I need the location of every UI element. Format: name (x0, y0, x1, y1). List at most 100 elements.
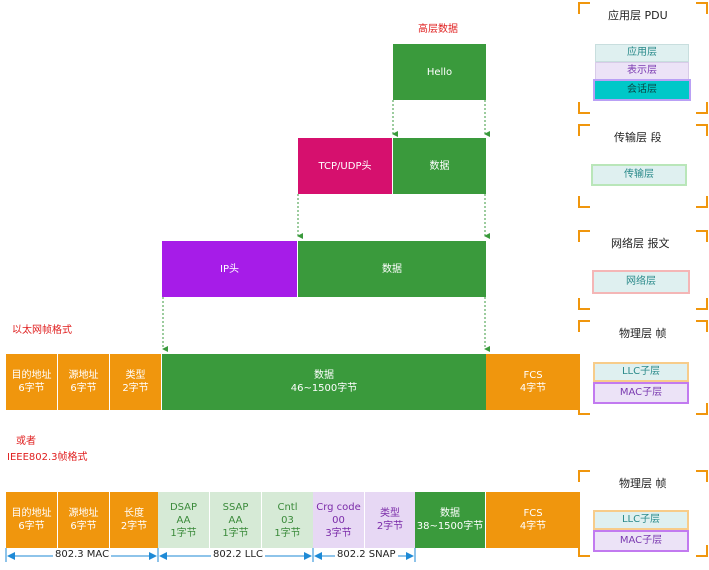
bracket-phys1-br (696, 403, 708, 415)
bracket-app-bl (578, 102, 590, 114)
ieee-dsap-name: DSAP (169, 501, 198, 513)
eth-dst-field: 目的地址 6字节 (6, 354, 58, 410)
eth-fcs-field: FCS 4字节 (486, 354, 580, 410)
dim-label-mac: 802.3 MAC (53, 549, 112, 560)
ieee-crg-value: 00 (332, 514, 345, 526)
app-layer-box: 应用层 (595, 44, 689, 62)
ieee-type-name: 类型 (380, 508, 400, 519)
ieee-fcs-field: FCS 4字节 (486, 492, 580, 548)
app-layer-title: 应用层 PDU (608, 9, 668, 22)
bracket-phys2-bl (578, 545, 590, 557)
bracket-transport-tr (696, 124, 708, 136)
mac-sublayer-box-2: MAC子层 (593, 530, 689, 552)
session-layer-box: 会话层 (593, 79, 691, 101)
eth-data-name: 数据 (314, 370, 334, 381)
bracket-phys2-br (696, 545, 708, 557)
ieee-src-field: 源地址 6字节 (58, 492, 110, 548)
ieee-format-label: IEEE802.3帧格式 (7, 452, 88, 463)
ieee-len-field: 长度 2字节 (110, 492, 158, 548)
ieee-ssap-size: 1字节 (222, 527, 249, 539)
ieee-crg-size: 3字节 (325, 527, 352, 539)
ieee-ssap-value: AA (228, 514, 243, 526)
ieee-ssap-field: SSAP AA 1字节 (210, 492, 262, 548)
ieee-len-size: 2字节 (120, 521, 148, 532)
bracket-transport-tl (578, 124, 590, 136)
ieee-data-field: 数据 38~1500字节 (415, 492, 486, 548)
transport-layer-title: 传输层 段 (614, 131, 662, 144)
ieee-cntl-size: 1字节 (274, 527, 301, 539)
ip-data-block: 数据 (298, 241, 486, 297)
dim-label-snap: 802.2 SNAP (335, 549, 398, 560)
physical-layer-title: 物理层 帧 (619, 327, 667, 340)
bracket-phys2-tr (696, 470, 708, 482)
ieee-dst-field: 目的地址 6字节 (6, 492, 58, 548)
or-label: 或者 (16, 436, 36, 447)
bracket-network-bl (578, 298, 590, 310)
ip-header-block: IP头 (162, 241, 297, 297)
ip-header-text: IP头 (220, 263, 239, 275)
bracket-phys1-bl (578, 403, 590, 415)
high-layer-data-label: 高层数据 (418, 24, 458, 35)
eth-fcs-size: 4字节 (519, 383, 547, 394)
ieee-data-name: 数据 (440, 508, 460, 519)
eth-data-field: 数据 46~1500字节 (162, 354, 486, 410)
eth-src-field: 源地址 6字节 (58, 354, 110, 410)
llc-sublayer-box-2: LLC子层 (593, 510, 689, 530)
ip-data-text: 数据 (382, 263, 402, 275)
bracket-phys1-tl (578, 320, 590, 332)
bracket-app-br (696, 102, 708, 114)
ieee-cntl-value: 03 (281, 514, 294, 526)
bracket-network-br (696, 298, 708, 310)
hello-text: Hello (426, 66, 453, 78)
eth-src-name: 源地址 (68, 370, 99, 381)
bracket-app-tl (578, 2, 590, 14)
ieee-dsap-size: 1字节 (170, 527, 197, 539)
ieee-dst-size: 6字节 (18, 521, 45, 532)
ieee-dsap-field: DSAP AA 1字节 (158, 492, 210, 548)
bracket-network-tl (578, 230, 590, 242)
tcp-data-block: 数据 (393, 138, 486, 194)
eth-src-size: 6字节 (70, 383, 97, 394)
bracket-phys1-tr (696, 320, 708, 332)
hello-block: Hello (393, 44, 486, 100)
physical-layer-title-2: 物理层 帧 (619, 477, 667, 490)
ieee-dsap-value: AA (176, 514, 191, 526)
ieee-fcs-size: 4字节 (519, 521, 547, 532)
network-layer-box: 网络层 (592, 270, 690, 294)
network-layer-title: 网络层 报文 (611, 237, 670, 250)
ieee-dst-name: 目的地址 (11, 508, 52, 519)
bracket-transport-br (696, 196, 708, 208)
llc-sublayer-box: LLC子层 (593, 362, 689, 382)
ieee-data-size: 38~1500字节 (416, 521, 484, 532)
presentation-layer-box: 表示层 (595, 62, 689, 80)
tcp-header-text: TCP/UDP头 (318, 160, 372, 172)
ieee-fcs-name: FCS (523, 508, 543, 519)
ieee-crg-field: Crg code 00 3字节 (313, 492, 365, 548)
mac-sublayer-box: MAC子层 (593, 382, 689, 404)
dim-label-llc: 802.2 LLC (211, 549, 265, 560)
transport-layer-box: 传输层 (591, 164, 687, 186)
ieee-src-name: 源地址 (68, 508, 99, 519)
ieee-type-size: 2字节 (376, 521, 404, 532)
eth-dst-name: 目的地址 (11, 370, 52, 381)
ethernet-format-label: 以太网帧格式 (12, 325, 72, 336)
eth-type-size: 2字节 (122, 383, 149, 394)
ieee-type-field: 类型 2字节 (365, 492, 415, 548)
eth-type-field: 类型 2字节 (110, 354, 162, 410)
ieee-src-size: 6字节 (70, 521, 97, 532)
bracket-phys2-tl (578, 470, 590, 482)
eth-data-size: 46~1500字节 (290, 383, 358, 394)
ieee-ssap-name: SSAP (222, 501, 249, 513)
ieee-cntl-name: Cntl (277, 501, 298, 513)
bracket-transport-bl (578, 196, 590, 208)
ieee-crg-name: Crg code (316, 501, 361, 513)
eth-type-name: 类型 (125, 370, 146, 381)
eth-fcs-name: FCS (523, 370, 543, 381)
bracket-network-tr (696, 230, 708, 242)
tcp-data-text: 数据 (429, 160, 450, 172)
bracket-app-tr (696, 2, 708, 14)
eth-dst-size: 6字节 (18, 383, 45, 394)
ieee-cntl-field: Cntl 03 1字节 (262, 492, 313, 548)
tcp-header-block: TCP/UDP头 (298, 138, 392, 194)
ieee-len-name: 长度 (124, 508, 144, 519)
